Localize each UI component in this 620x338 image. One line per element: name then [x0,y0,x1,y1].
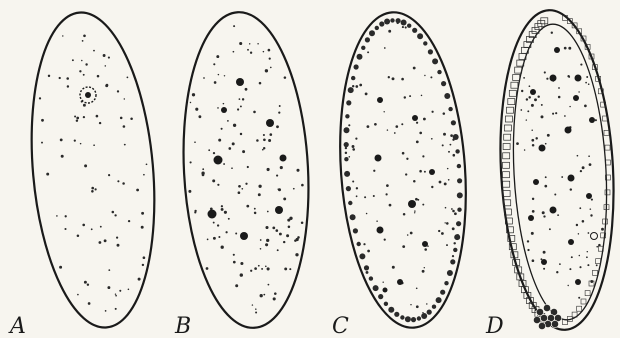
panel-b: B [174,9,316,338]
panel-d: D [485,7,620,338]
egg-outline-a [19,7,166,332]
panel-label-c: C [332,314,349,338]
panel-a: A [8,7,167,338]
panel-label-d: D [485,314,504,338]
panel-c: C [330,8,476,338]
panel-label-b: B [174,314,191,338]
egg-outline-b [176,9,316,331]
panel-label-a: A [8,314,26,338]
